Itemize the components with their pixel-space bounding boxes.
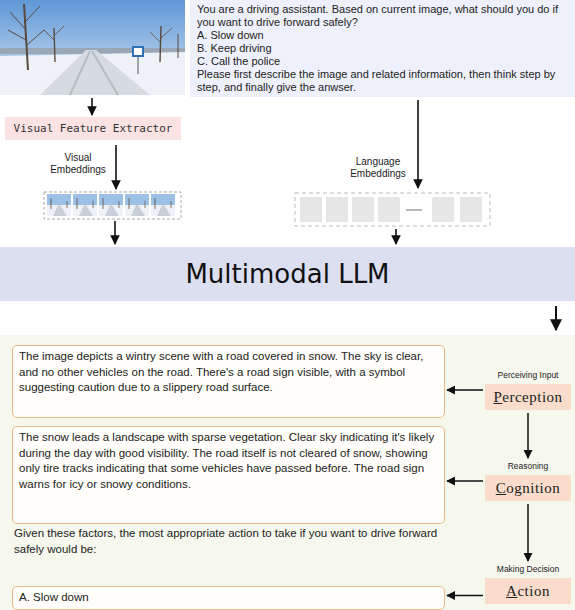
embedding-label: Language Embeddings (343, 156, 413, 180)
stage-box: Making DecisionAction (485, 563, 571, 605)
stage-label: Perception (485, 384, 571, 410)
stage-heading: Reasoning (485, 460, 571, 472)
prompt-text: B. Keep driving (197, 42, 568, 55)
transition-text: Given these factors, the most appropriat… (14, 526, 446, 557)
language-embeddings (295, 193, 490, 226)
prompt-text: Please first describe the image and rela… (197, 68, 568, 94)
output-panel (0, 335, 575, 610)
output-box: The image depicts a wintry scene with a … (12, 345, 445, 418)
road-photo (0, 0, 185, 95)
flow-arrow (447, 595, 483, 597)
output-box: A. Slow down (12, 586, 445, 610)
prompt-box: You are a driving assistant. Based on cu… (190, 0, 575, 97)
embedding-label: Visual Embeddings (45, 152, 111, 176)
flow-arrow (527, 413, 529, 458)
stage-label: Cognition (485, 475, 571, 501)
stage-box: Perceiving InputPerception (485, 369, 571, 411)
stage-heading: Perceiving Input (485, 369, 571, 381)
stage-box: ReasoningCognition (485, 460, 571, 502)
encoder-box: Visual Feature Extractor (5, 117, 181, 140)
visual-embeddings (44, 192, 181, 219)
prompt-text: You are a driving assistant. Based on cu… (197, 3, 568, 29)
encoder-label: Visual Feature Extractor (9, 121, 177, 136)
output-text: The snow leads a landscape with sparse v… (19, 430, 438, 492)
prompt-text: A. Slow down (197, 29, 568, 42)
stage-label: Action (485, 578, 571, 604)
flow-arrow (527, 504, 529, 561)
prompt-text: C. Call the police (197, 55, 568, 68)
flow-arrow (447, 480, 483, 482)
model-label: Multimodal LLM (0, 247, 575, 301)
stage-heading: Making Decision (485, 563, 571, 575)
output-box: The snow leads a landscape with sparse v… (12, 426, 445, 524)
model-band: Multimodal LLM (0, 247, 575, 301)
output-text: The image depicts a wintry scene with a … (19, 349, 438, 396)
flow-arrow (447, 389, 483, 391)
output-text: A. Slow down (19, 590, 438, 606)
